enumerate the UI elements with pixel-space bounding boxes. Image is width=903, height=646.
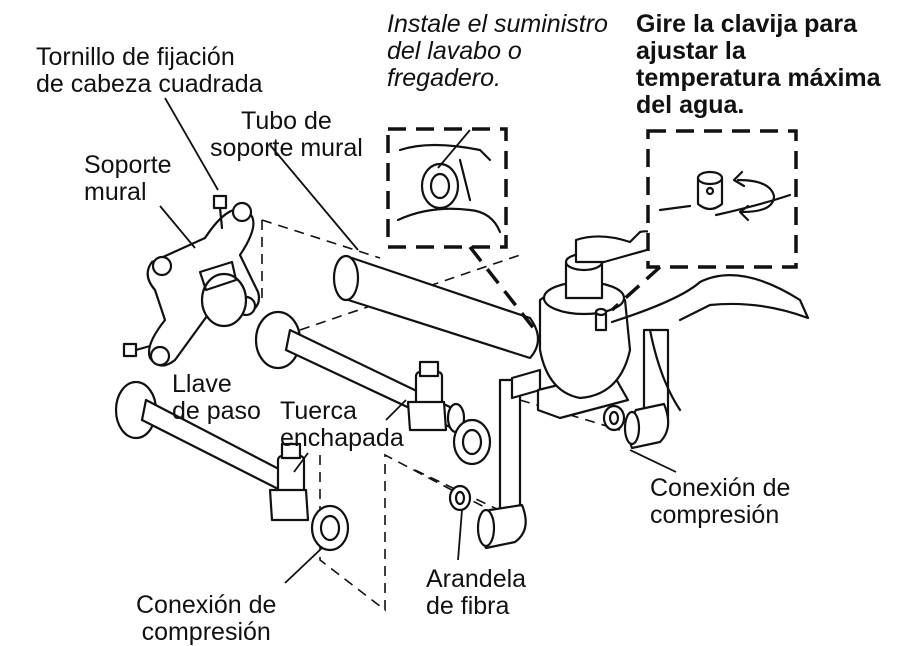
valve-label-line-2: de paso [172,397,261,425]
compression-left-label: Conexión de compresión [136,592,276,646]
bracket-label-line-2: mural [84,178,147,206]
nut-label-line-1: Tuerca [280,397,357,425]
nut-label: Tuerca enchapada [280,398,404,452]
screw-label: Tornillo de fijación de cabeza cuadrada [36,44,263,98]
valve-label: Llave de paso [172,371,261,425]
pin-label: Gire la clavija para ajustar la temperat… [636,11,881,119]
washer-label-line-1: Arandela [426,565,527,593]
fiber-washer-icon [448,404,626,512]
mounting-bracket-icon [146,201,261,367]
tube-label-line-1: Tubo de [241,107,332,135]
pin-label-line-2: ajustar la [636,37,746,65]
washer-label-line-2: de fibra [426,592,510,620]
square-head-screw-icon [122,194,228,358]
leader-lines [159,97,677,584]
pin-label-line-3: temperatura máxima [636,64,881,92]
supply-label-line-2: del lavabo o [387,37,522,65]
lower-supply-pipe [114,380,302,502]
compression-left-label-line-2: compresión [141,618,271,646]
supply-label: Instale el suministro del lavabo o frega… [387,11,608,92]
supply-label-line-3: fregadero. [387,64,501,92]
support-tube-icon [332,254,540,360]
pin-label-line-4: del agua. [636,91,745,119]
valve-label-line-1: Llave [172,370,232,398]
washer-label: Arandela de fibra [426,566,526,620]
supply-label-line-1: Instale el suministro [387,10,608,38]
bracket-label: Soporte mural [84,152,172,206]
nut-label-line-2: enchapada [280,424,404,452]
bracket-label-line-1: Soporte [84,151,172,179]
compression-right-label-line-1: Conexión de [650,474,791,502]
compression-right-label: Conexión de compresión [650,475,790,529]
lower-stop-valve-icon [268,442,350,552]
screw-label-line-2: de cabeza cuadrada [36,70,263,98]
compression-left-label-line-1: Conexión de [136,591,277,619]
compression-right-label-line-2: compresión [650,501,780,529]
tube-label-line-2: soporte mural [210,134,363,162]
temperature-pin-detail-box [610,129,798,312]
temperature-pin-icon [696,170,724,211]
tube-label: Tubo de soporte mural [210,108,363,162]
upper-stop-valve-icon [406,360,492,466]
screw-label-line-1: Tornillo de fijación [36,43,235,71]
pin-label-line-1: Gire la clavija para [636,10,857,38]
supply-detail-box [386,127,537,332]
mixing-valve-icon [476,230,810,550]
